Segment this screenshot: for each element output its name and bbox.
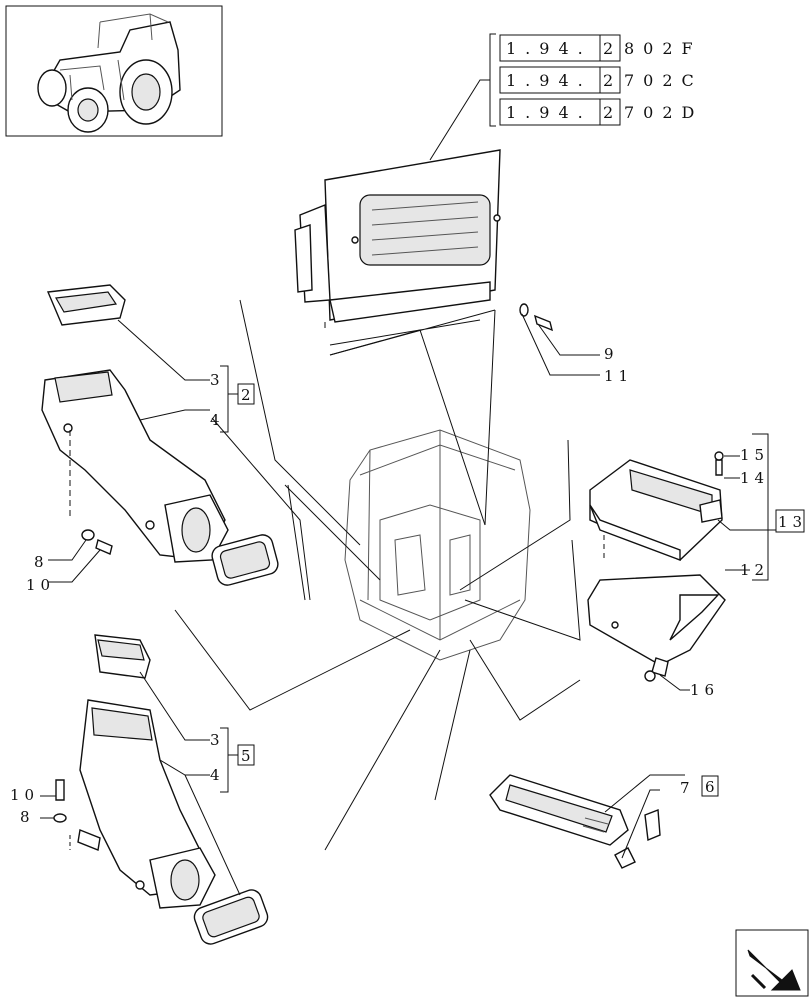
reference-code-prefix: 1.94. bbox=[506, 39, 592, 58]
callout-6: 6 bbox=[705, 778, 720, 796]
reference-code-suffix: 702D bbox=[624, 103, 703, 122]
callout-12: 12 bbox=[740, 561, 769, 579]
reference-code-list: 1.94. 2 802F 1.94. 2 702C 1.94. 2 702D bbox=[429, 33, 703, 161]
reference-code-prefix: 1.94. bbox=[506, 103, 592, 122]
reference-code-suffix: 702C bbox=[624, 71, 703, 90]
reference-code-box: 2 bbox=[603, 103, 622, 122]
reference-code-box: 2 bbox=[603, 71, 622, 90]
vent-grille bbox=[489, 774, 661, 869]
tractor-icon bbox=[37, 13, 181, 133]
next-page-arrow-icon bbox=[747, 949, 801, 991]
callout-13: 13 bbox=[778, 513, 807, 531]
reference-code-prefix: 1.94. bbox=[506, 71, 592, 90]
callout-8: 8 bbox=[20, 808, 35, 826]
callout-10: 10 bbox=[10, 786, 39, 804]
callout-10: 10 bbox=[26, 576, 55, 594]
electronic-control-module bbox=[587, 451, 726, 682]
callout-3: 3 bbox=[210, 731, 225, 749]
callout-8: 8 bbox=[34, 553, 49, 571]
callout-16: 16 bbox=[690, 681, 719, 699]
callout-3: 3 bbox=[210, 371, 225, 389]
callout-2: 2 bbox=[241, 386, 256, 404]
reference-code-1[interactable]: 1.94. 2 802F bbox=[499, 34, 702, 62]
air-duct-lower bbox=[53, 634, 269, 945]
callout-2-box[interactable] bbox=[237, 383, 255, 405]
tractor-thumbnail[interactable] bbox=[5, 5, 223, 137]
callout-6-box[interactable] bbox=[701, 775, 719, 797]
callout-15: 15 bbox=[740, 446, 769, 464]
callout-7: 7 bbox=[680, 779, 695, 797]
cab-frame bbox=[344, 429, 531, 661]
reference-code-2[interactable]: 1.94. 2 702C bbox=[499, 66, 703, 94]
air-duct-upper bbox=[41, 284, 279, 586]
next-page-button[interactable] bbox=[735, 929, 809, 997]
callout-13-box[interactable] bbox=[775, 509, 805, 533]
callout-11: 11 bbox=[604, 367, 633, 385]
reference-code-suffix: 802F bbox=[624, 39, 702, 58]
callout-5: 5 bbox=[241, 747, 256, 765]
callout-9: 9 bbox=[604, 345, 619, 363]
reference-code-3[interactable]: 1.94. 2 702D bbox=[499, 98, 703, 126]
roof-air-unit bbox=[294, 149, 554, 356]
reference-code-box: 2 bbox=[603, 39, 622, 58]
callout-5-box[interactable] bbox=[237, 744, 255, 766]
callout-4: 4 bbox=[210, 766, 225, 784]
callout-4: 4 bbox=[210, 411, 225, 429]
callout-14: 14 bbox=[740, 469, 769, 487]
